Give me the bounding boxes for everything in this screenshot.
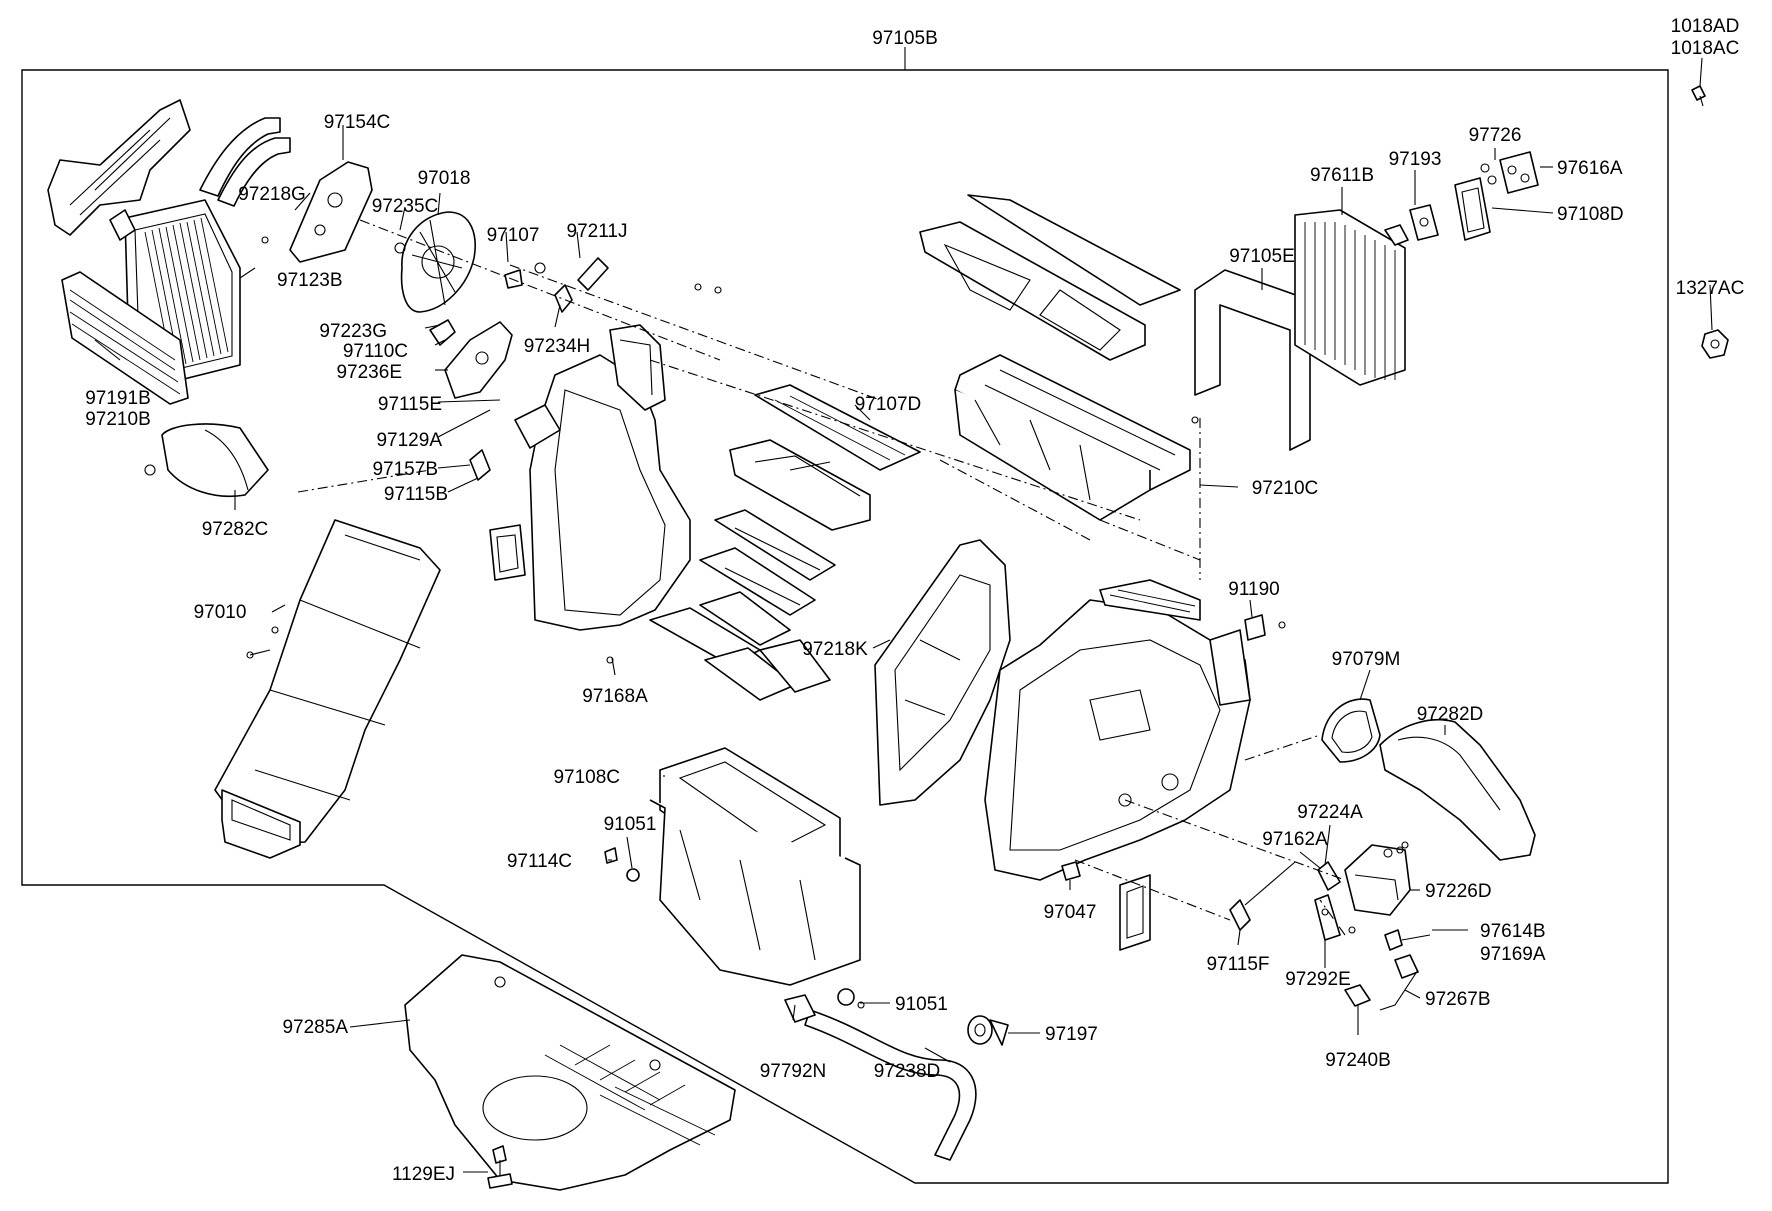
grommet-97197 bbox=[967, 1015, 1009, 1046]
nut-1327AC bbox=[1701, 329, 1729, 359]
label-97018: 97018 bbox=[418, 168, 471, 189]
misc-screws bbox=[246, 283, 1409, 934]
label-97105E: 97105E bbox=[1229, 246, 1295, 267]
drain-hose-97238D bbox=[784, 994, 977, 1161]
small-links bbox=[261, 236, 609, 481]
label-97123B: 97123B bbox=[277, 270, 343, 291]
label-97162A: 97162A bbox=[1262, 829, 1328, 850]
label-97108C: 97108C bbox=[553, 767, 620, 788]
label-91051-upper: 91051 bbox=[604, 814, 657, 835]
air-doors bbox=[649, 384, 921, 701]
label-97235C: 97235C bbox=[372, 196, 439, 217]
label-97223G: 97223G bbox=[319, 321, 387, 342]
clip-97047 bbox=[1061, 861, 1081, 881]
label-97107D: 97107D bbox=[855, 394, 922, 415]
foot-duct-97010 bbox=[214, 519, 441, 859]
label-97267B: 97267B bbox=[1425, 989, 1491, 1010]
label-97210C: 97210C bbox=[1252, 478, 1319, 499]
label-97218K: 97218K bbox=[802, 639, 868, 660]
label-97108D: 97108D bbox=[1557, 204, 1624, 225]
evap-gaskets bbox=[1409, 151, 1539, 241]
label-97238D: 97238D bbox=[874, 1061, 941, 1082]
lever-97115F bbox=[1229, 899, 1251, 931]
evaporator-97611B bbox=[1294, 209, 1409, 386]
door-actuator-97018 bbox=[400, 211, 476, 313]
heater-case-left bbox=[489, 324, 691, 631]
label-97115B: 97115B bbox=[384, 484, 448, 505]
label-97616A: 97616A bbox=[1557, 158, 1623, 179]
label-97105B: 97105B bbox=[872, 28, 938, 49]
bolt-1129EJ bbox=[487, 1145, 513, 1189]
heater-pipes bbox=[47, 99, 291, 236]
duct-97282C bbox=[144, 423, 269, 498]
label-97726: 97726 bbox=[1469, 125, 1522, 146]
seal-97105E bbox=[1194, 269, 1311, 451]
label-97226D: 97226D bbox=[1425, 881, 1492, 902]
label-97079M: 97079M bbox=[1332, 649, 1401, 670]
label-97792N: 97792N bbox=[760, 1061, 827, 1082]
leader-lines bbox=[94, 57, 1713, 1173]
intake-97079M bbox=[1321, 698, 1381, 763]
label-97114C: 97114C bbox=[507, 851, 572, 872]
label-1018AC: 1018AC bbox=[1671, 38, 1740, 59]
bracket-97292E bbox=[1314, 894, 1341, 941]
air-filter-frame bbox=[919, 194, 1191, 521]
actuator-97226D bbox=[1344, 844, 1411, 916]
label-97614B: 97614B bbox=[1480, 921, 1546, 942]
actuator-lever-97236E bbox=[444, 321, 513, 399]
label-1129EJ: 1129EJ bbox=[392, 1164, 455, 1185]
grommet-91051 bbox=[626, 868, 865, 1009]
label-97197: 97197 bbox=[1045, 1024, 1098, 1045]
duct-97282D bbox=[1379, 718, 1536, 861]
label-97115E: 97115E bbox=[378, 394, 442, 415]
label-97210B: 97210B bbox=[85, 409, 151, 430]
label-97107: 97107 bbox=[487, 225, 540, 246]
label-97010: 97010 bbox=[194, 602, 247, 623]
label-97285A: 97285A bbox=[282, 1017, 348, 1038]
label-97168A: 97168A bbox=[582, 686, 648, 707]
label-97282C: 97282C bbox=[202, 519, 269, 540]
label-97240B: 97240B bbox=[1325, 1050, 1391, 1071]
label-1018AD: 1018AD bbox=[1671, 16, 1740, 37]
blower-case-rear bbox=[984, 579, 1251, 881]
blower-gasket bbox=[1119, 874, 1151, 951]
label-91051-lower: 91051 bbox=[895, 994, 948, 1015]
label-1327AC: 1327AC bbox=[1676, 278, 1745, 299]
bolt-1018AD bbox=[1691, 85, 1706, 107]
assembly-outline-frame bbox=[21, 69, 1669, 1184]
label-97110C: 97110C bbox=[343, 341, 408, 362]
small-clip-91190 bbox=[1244, 614, 1286, 641]
label-97218G: 97218G bbox=[238, 184, 306, 205]
assembly-dash-lines bbox=[297, 219, 1346, 936]
label-97282D: 97282D bbox=[1417, 704, 1484, 725]
label-97234H: 97234H bbox=[524, 336, 591, 357]
label-97154C: 97154C bbox=[324, 112, 391, 133]
label-97211J: 97211J bbox=[567, 221, 628, 242]
label-97236E: 97236E bbox=[336, 362, 402, 383]
label-97292E: 97292E bbox=[1285, 969, 1351, 990]
clip-97240B bbox=[1344, 984, 1371, 1007]
harness-97614B bbox=[1379, 929, 1431, 1011]
under-cover-97285A bbox=[404, 954, 736, 1191]
label-97224A: 97224A bbox=[1297, 802, 1363, 823]
label-97193: 97193 bbox=[1389, 149, 1442, 170]
cover-97108C bbox=[649, 747, 861, 986]
label-97611B: 97611B bbox=[1310, 165, 1374, 186]
label-97169A: 97169A bbox=[1480, 944, 1546, 965]
door-lever-97154C bbox=[289, 161, 373, 263]
label-97191B: 97191B bbox=[85, 388, 151, 409]
label-97129A: 97129A bbox=[376, 430, 442, 451]
screw-97114C bbox=[604, 847, 618, 864]
heater-gasket-97191B bbox=[61, 271, 189, 405]
label-97047: 97047 bbox=[1044, 902, 1097, 923]
label-97115F: 97115F bbox=[1206, 954, 1269, 975]
label-97157B: 97157B bbox=[372, 459, 438, 480]
label-91190: 91190 bbox=[1228, 579, 1279, 600]
